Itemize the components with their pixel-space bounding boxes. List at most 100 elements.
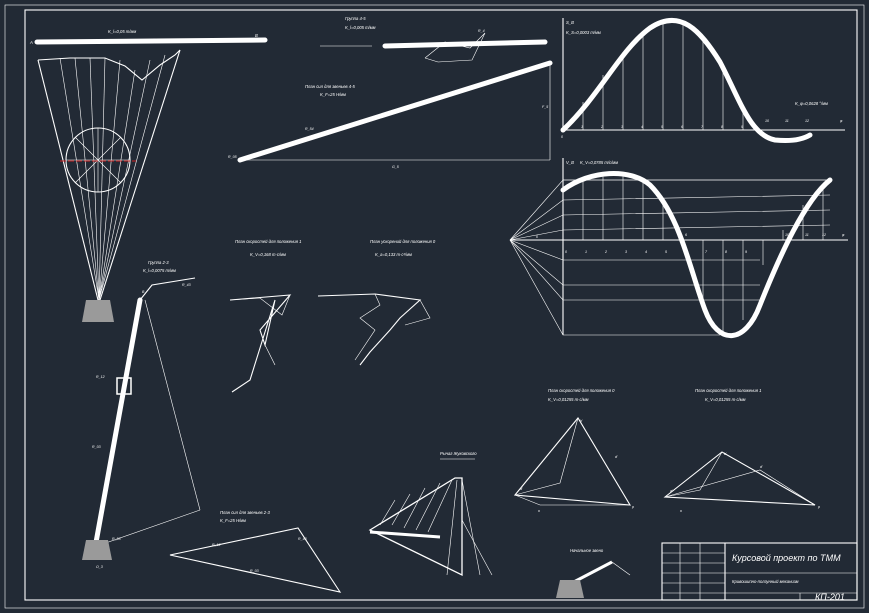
vp1-title: План скоростей для положения 1: [235, 239, 301, 244]
disp-verticals: [582, 22, 744, 130]
disp-ticks: 0 1 2 3 4 5 6 7 8 9 10 11 12 φ: [561, 119, 843, 139]
zhukovsky-title: Рычаг Жуковского: [440, 451, 477, 456]
zhukovsky-hatch: [379, 479, 453, 533]
svg-text:12: 12: [805, 119, 809, 123]
fp45-r-mid: R_54: [305, 127, 314, 131]
title-block-line2: Кривошипно-ползунный механизм: [732, 579, 799, 584]
force-polygon-4-5: План сил для звеньев 4-5 K_F=25 Н/мм R_0…: [228, 60, 553, 169]
fp45-scale: K_F=25 Н/мм: [320, 92, 346, 97]
speed-plan-0: План скоростей для положения 0 K_V=0,012…: [513, 388, 634, 513]
vel-scale: K_V=0,0785 m/с/мм: [580, 160, 618, 165]
force-polygon-2-3: План сил для звеньев 2-3 K_F=25 Н/мм R_1…: [169, 510, 342, 593]
svg-text:5: 5: [665, 250, 667, 254]
svg-text:2: 2: [604, 250, 607, 254]
fp45-r-left: R_05: [228, 155, 237, 159]
svg-text:p: p: [817, 505, 820, 509]
svg-text:3: 3: [625, 250, 627, 254]
fp45-main-vector: [237, 60, 553, 163]
svg-text:o: o: [538, 509, 540, 513]
svg-text:1: 1: [581, 125, 583, 129]
svg-text:R_03: R_03: [250, 569, 259, 573]
svg-text:a': a': [520, 487, 523, 491]
fp23-scale: K_F=25 Н/мм: [220, 518, 246, 523]
displacement-diagram: S_B K_S=0,0003 m/мм K_φ=0,0628 °/мм 0 1 …: [560, 17, 845, 143]
svg-text:d': d': [760, 465, 763, 469]
input-link-title: Начальное звено: [570, 548, 604, 553]
velocity-plan-1: План скоростей для положения 1 K_V=0,168…: [229, 239, 301, 393]
vel-construction-lines: [509, 179, 831, 336]
disp-axis-label: S_B: [566, 20, 574, 25]
ground-hatch-input: [556, 580, 584, 598]
slider-rod-top: [34, 37, 268, 45]
group23-title: Группа 2-3: [148, 260, 169, 265]
zhukovsky-triangle: [368, 477, 463, 577]
svg-text:4: 4: [641, 125, 643, 129]
svg-text:10: 10: [765, 119, 769, 123]
disp-scale: K_S=0,0003 m/мм: [566, 30, 601, 35]
svg-text:p: p: [631, 505, 634, 509]
fp45-title: План сил для звеньев 4-5: [305, 84, 355, 89]
input-link: Начальное звено: [556, 548, 631, 598]
svg-text:0: 0: [561, 135, 563, 139]
acceleration-plan-0: План ускорений для положения 0 K_a=0,133…: [317, 239, 436, 366]
title-block: Курсовой проект по ТММ Кривошипно-ползун…: [661, 542, 858, 602]
svg-text:9: 9: [741, 125, 743, 129]
svg-text:b': b': [724, 452, 727, 456]
group45-title: Группа 4-5: [345, 16, 366, 21]
svg-text:7: 7: [705, 250, 708, 254]
group-2-3: Группа 2-3 K_l=0,0075 m/мм B R_43 R_12 R…: [82, 260, 201, 569]
velocity-diagram: V_B K_V=0,0785 m/с/мм 0: [509, 158, 848, 339]
svg-text:R_03: R_03: [112, 537, 121, 541]
svg-text:6: 6: [685, 233, 687, 237]
velocity-curve: [560, 171, 833, 339]
slider-4-5: [382, 39, 548, 49]
svg-text:R_12: R_12: [96, 375, 105, 379]
vp1-scale: K_V=0,168 m·с/мм: [250, 252, 286, 257]
scale-top-mechanism: K_l=0,05 m/мм: [108, 29, 136, 34]
svg-text:4: 4: [645, 250, 647, 254]
crank-mechanism-fan: K_l=0,05 m/мм A B: [29, 29, 268, 322]
displacement-curve: [560, 17, 813, 143]
svg-text:R_43: R_43: [298, 537, 307, 541]
ap0-title: План ускорений для положения 0: [370, 239, 436, 244]
link-3: [92, 297, 143, 551]
disp-scale-phi: K_φ=0,0628 °/мм: [795, 101, 828, 106]
svg-text:5: 5: [661, 125, 663, 129]
ground-hatch-bottom: [82, 540, 112, 560]
svg-text:2: 2: [600, 125, 603, 129]
fp23-title: План сил для звеньев 2-3: [220, 510, 270, 515]
svg-text:R_43: R_43: [182, 283, 191, 287]
slider-3-block: [116, 377, 132, 395]
vel-verticals: [582, 172, 824, 335]
svg-text:3: 3: [621, 125, 623, 129]
vel-ticks: 0 1 2 3 4 5 6 7 8 9 10 11 12 φ: [565, 233, 845, 254]
speed-plan-1: План скоростей для положения 1 K_V=0,012…: [663, 388, 820, 513]
group45-scale: K_l=0,005 m/мм: [345, 25, 376, 30]
svg-text:R_12: R_12: [212, 543, 221, 547]
svg-text:11: 11: [805, 233, 809, 237]
fp45-edge: F_5: [542, 105, 548, 109]
fan-outline: [37, 49, 181, 81]
svg-text:φ: φ: [842, 233, 845, 237]
svg-text:d': d': [615, 455, 618, 459]
sp1-title: План скоростей для положения 1: [695, 388, 761, 393]
group23-scale: K_l=0,0075 m/мм: [143, 268, 176, 273]
svg-text:1: 1: [585, 250, 587, 254]
svg-text:12: 12: [822, 233, 826, 237]
svg-text:10: 10: [785, 233, 789, 237]
group-4-5: Группа 4-5 K_l=0,005 m/мм R_4: [320, 16, 548, 63]
letter-a-top: A: [29, 40, 33, 45]
svg-text:7: 7: [701, 125, 704, 129]
inner-border: [24, 9, 858, 601]
group45-load: R_4: [478, 29, 485, 33]
svg-text:R_03: R_03: [92, 445, 101, 449]
fp45-bottom: G_5: [392, 165, 399, 169]
vel-origin: 0: [536, 235, 538, 239]
zhukovsky-lever: Рычаг Жуковского: [368, 451, 493, 577]
svg-text:B: B: [142, 290, 145, 294]
letter-b-top: B: [255, 33, 258, 38]
svg-text:a': a': [670, 489, 673, 493]
svg-text:8: 8: [721, 125, 723, 129]
outer-border: [4, 4, 865, 609]
svg-text:8: 8: [725, 250, 727, 254]
